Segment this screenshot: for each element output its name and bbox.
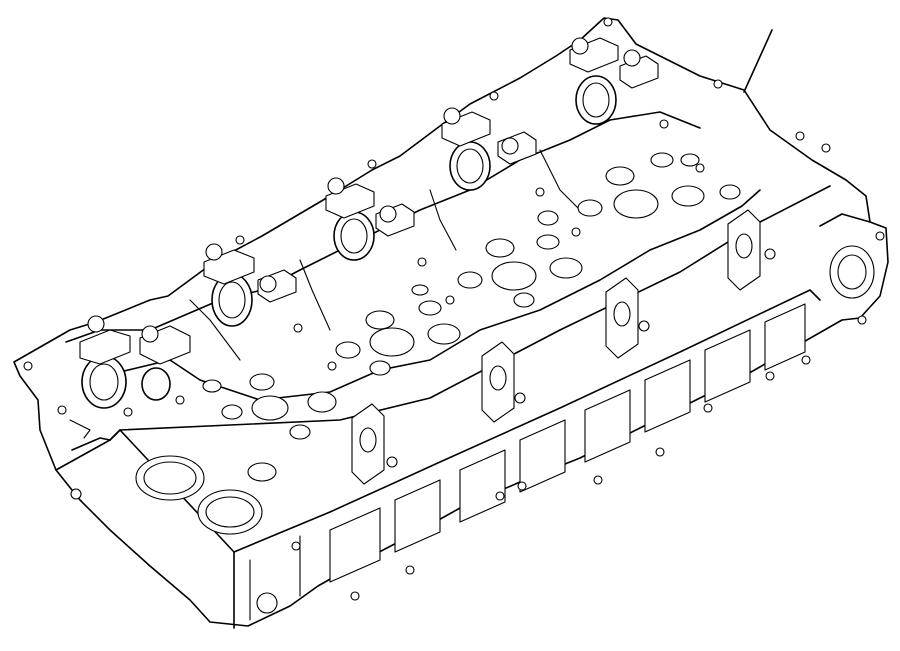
port-windows (329, 303, 806, 583)
cap-bolts (87, 37, 641, 343)
deck-bolt-holes (23, 17, 831, 417)
cam-saddles (81, 75, 617, 409)
leader-line (743, 29, 773, 93)
end-face (55, 405, 277, 535)
right-end-boss (819, 213, 875, 299)
injector-pockets (351, 209, 776, 485)
valve-bores (202, 152, 741, 440)
front-bolt-holes (256, 231, 885, 614)
